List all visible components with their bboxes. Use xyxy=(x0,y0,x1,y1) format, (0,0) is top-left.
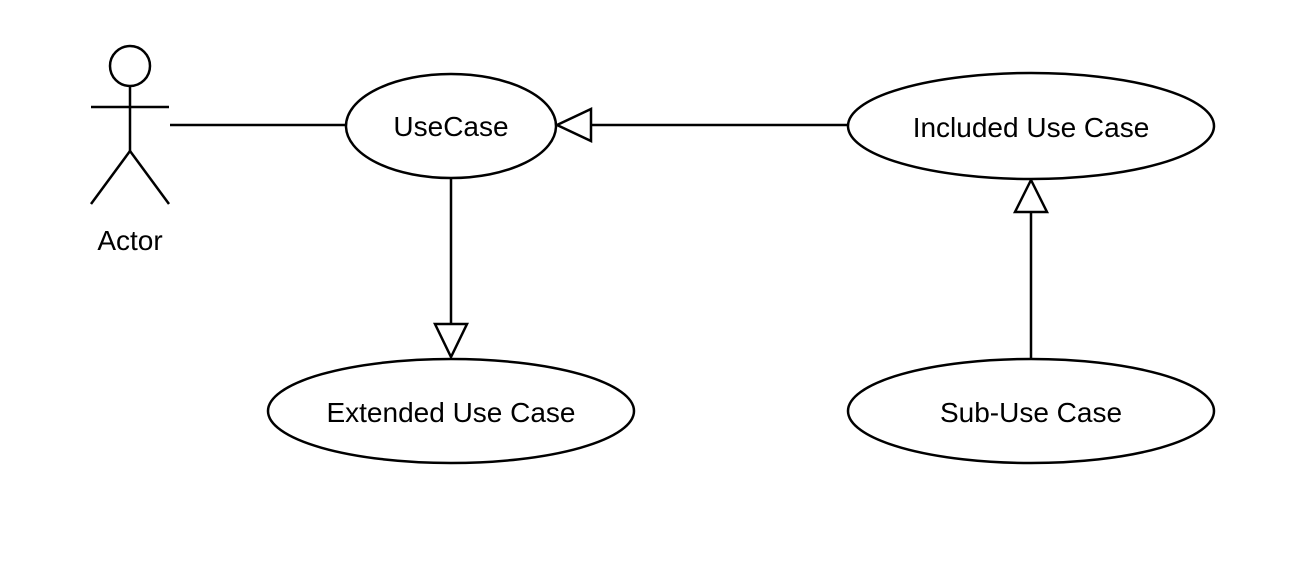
sub-usecase-label: Sub-Use Case xyxy=(940,397,1122,428)
arrowhead-included-up xyxy=(1012,177,1050,214)
sub-usecase-ellipse xyxy=(846,357,1216,465)
usecase-ellipse xyxy=(344,72,558,180)
actor-figure[interactable] xyxy=(89,44,171,205)
arrowhead-usecase-left xyxy=(554,107,593,143)
extended-usecase-label: Extended Use Case xyxy=(326,397,575,428)
extended-usecase-ellipse xyxy=(266,357,636,465)
included-usecase-ellipse xyxy=(846,71,1216,181)
extended-usecase-node[interactable]: Extended Use Case xyxy=(266,357,636,465)
usecase-node[interactable]: UseCase xyxy=(344,72,558,180)
actor-label: Actor xyxy=(97,225,162,256)
actor-left-leg xyxy=(89,150,132,205)
arrowhead-extended-down xyxy=(433,322,469,360)
included-usecase-node[interactable]: Included Use Case xyxy=(846,71,1216,181)
sub-usecase-node[interactable]: Sub-Use Case xyxy=(846,357,1216,465)
included-usecase-label: Included Use Case xyxy=(913,112,1150,143)
usecase-label: UseCase xyxy=(393,111,508,142)
actor-head xyxy=(108,44,152,88)
actor-right-leg xyxy=(128,150,171,205)
